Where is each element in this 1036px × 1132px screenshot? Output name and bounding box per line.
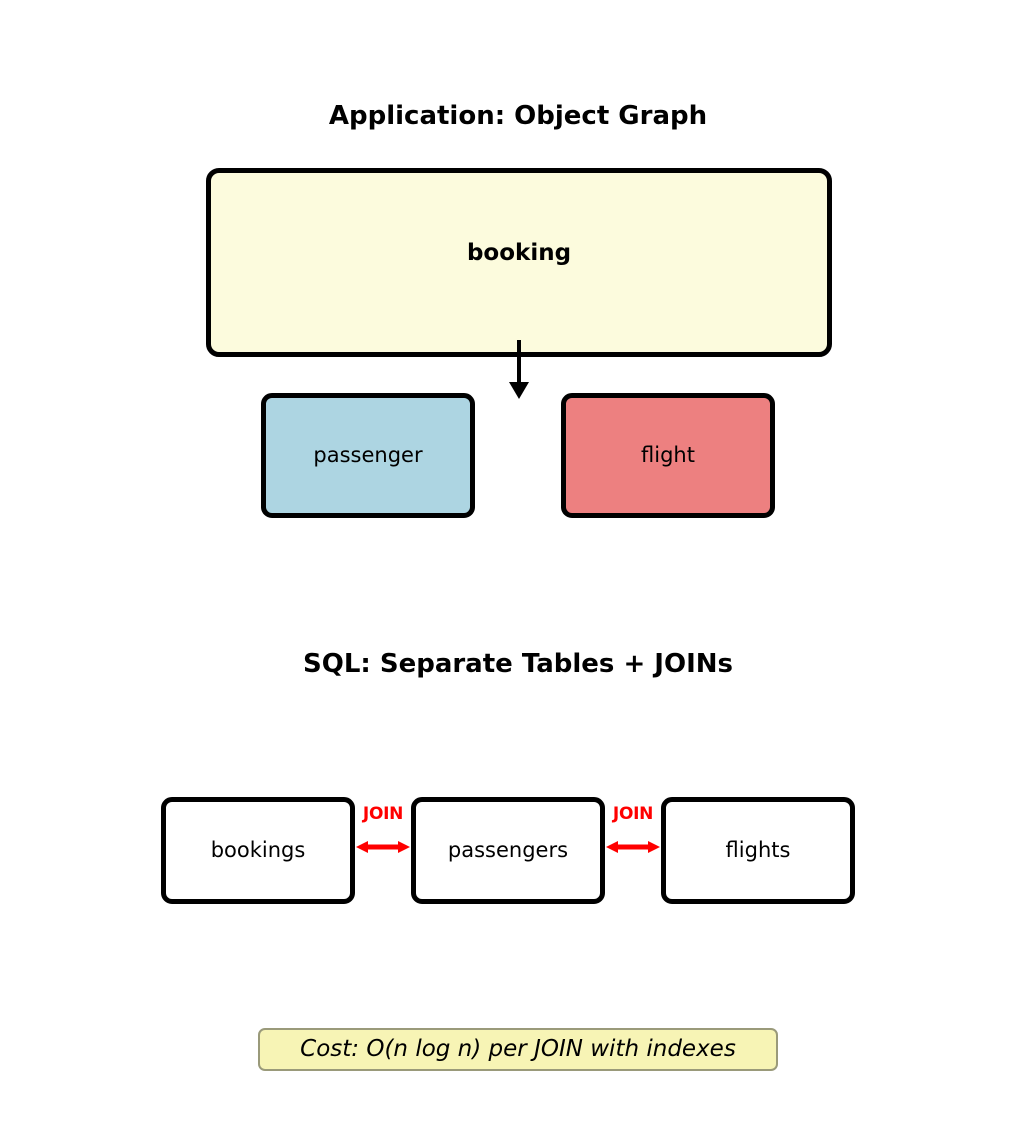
cost-note: Cost: O(n log n) per JOIN with indexes	[258, 1028, 778, 1071]
node-table-flights[interactable]: flights	[661, 797, 855, 904]
join-arrow-1-icon	[356, 841, 410, 853]
join-connector-passengers-flights: JOIN	[605, 806, 661, 858]
node-passenger[interactable]: passenger	[261, 393, 475, 518]
node-table-passengers-label: passengers	[447, 838, 569, 862]
node-table-passengers[interactable]: passengers	[411, 797, 605, 904]
cost-note-label: Cost: O(n log n) per JOIN with indexes	[300, 1036, 736, 1062]
sql-section-title: SQL: Separate Tables + JOINs	[303, 649, 733, 679]
node-flight-label: flight	[641, 443, 695, 467]
node-table-bookings[interactable]: bookings	[161, 797, 355, 904]
join-label-1: JOIN	[362, 804, 404, 824]
arrow-booking-to-children-icon	[509, 340, 529, 399]
node-booking[interactable]: booking	[206, 168, 832, 357]
application-section-title: Application: Object Graph	[328, 101, 708, 131]
join-label-2: JOIN	[612, 804, 654, 824]
node-booking-label: booking	[466, 240, 572, 266]
node-passenger-label: passenger	[313, 443, 423, 467]
join-connector-bookings-passengers: JOIN	[355, 806, 411, 858]
join-arrow-2-icon	[606, 841, 660, 853]
node-flight[interactable]: flight	[561, 393, 775, 518]
node-table-bookings-label: bookings	[210, 838, 306, 862]
node-table-flights-label: flights	[725, 838, 791, 862]
